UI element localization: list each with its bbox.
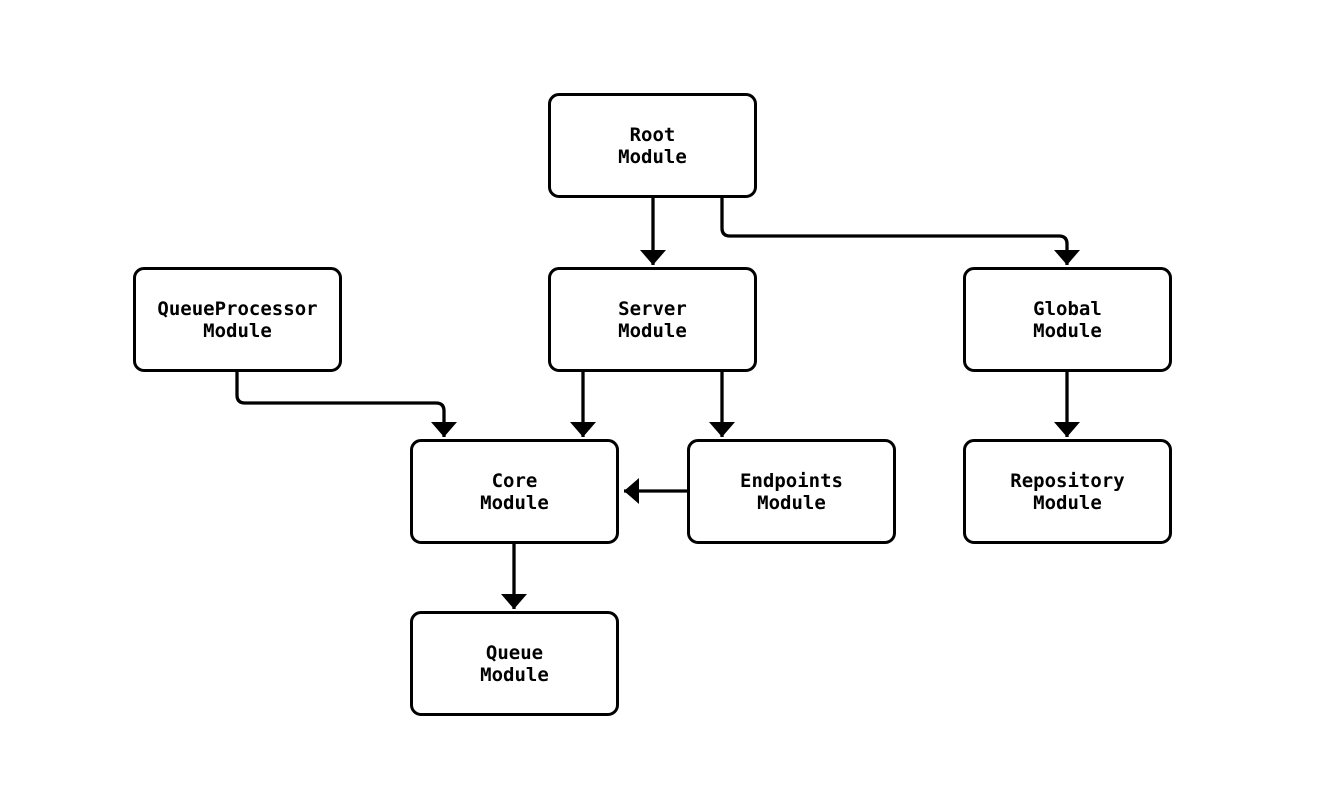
edge-queueprocessor-to-core [235, 372, 457, 437]
node-label-repository: Repository Module [1010, 469, 1125, 514]
node-label-queue: Queue Module [480, 641, 549, 686]
node-label-endpoints: Endpoints Module [740, 469, 843, 514]
diagram-node-server: Server Module [548, 267, 757, 372]
diagram-node-endpoints: Endpoints Module [687, 439, 896, 544]
node-label-queueprocessor: QueueProcessor Module [157, 297, 318, 342]
node-label-server: Server Module [618, 297, 687, 342]
node-label-global: Global Module [1033, 297, 1102, 342]
diagram-node-queueprocessor: QueueProcessor Module [133, 267, 342, 372]
node-label-core: Core Module [480, 469, 549, 514]
edge-root-to-global [720, 198, 1080, 265]
diagram-node-core: Core Module [410, 439, 619, 544]
diagram-node-global: Global Module [963, 267, 1172, 372]
diagram-node-queue: Queue Module [410, 611, 619, 716]
node-label-root: Root Module [618, 123, 687, 168]
diagram-node-repository: Repository Module [963, 439, 1172, 544]
diagram-node-root: Root Module [548, 93, 757, 198]
